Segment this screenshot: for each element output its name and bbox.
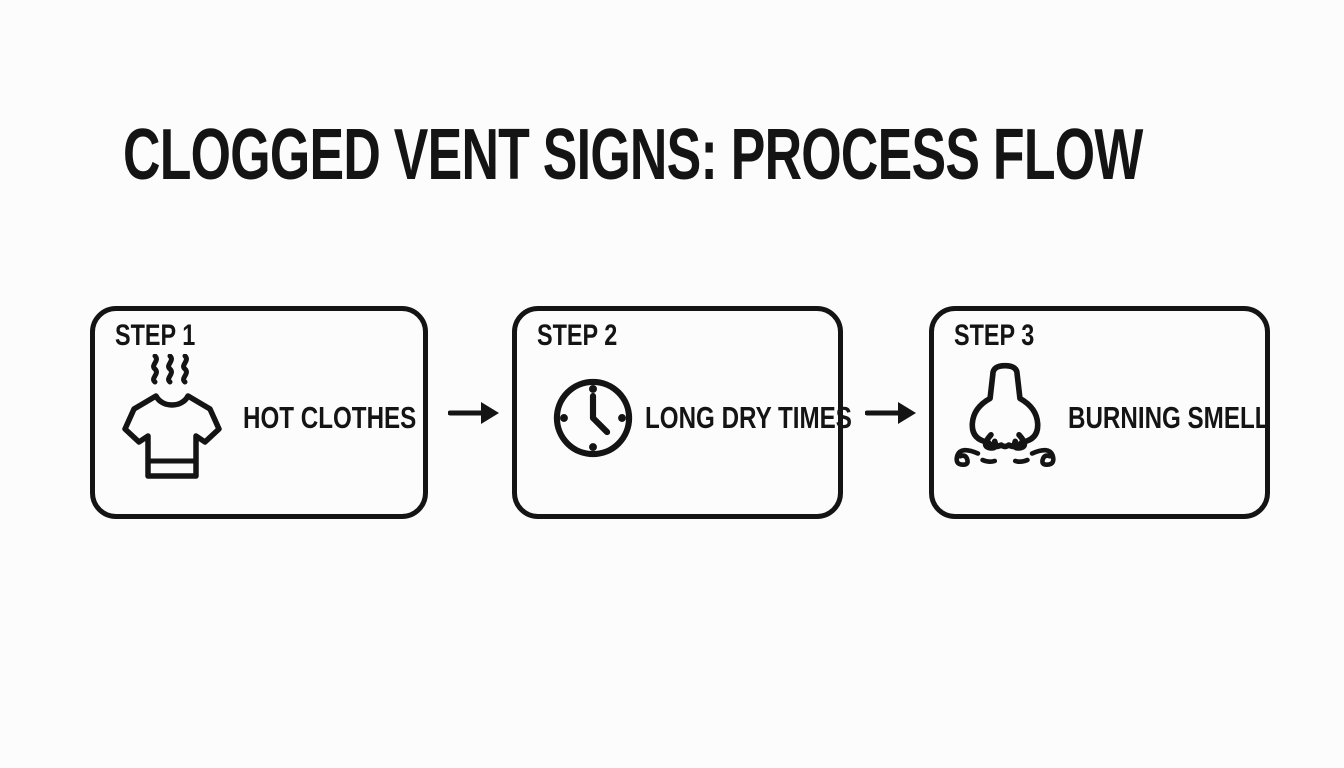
step-1-content: HOT CLOTHES (95, 311, 423, 514)
arrow-right-icon (864, 397, 917, 429)
step-3-content: BURNING SMELL (934, 311, 1269, 514)
clock-icon (549, 374, 637, 462)
step-3-label: STEP 3 (954, 319, 1035, 352)
step-2-content: LONG DRY TIMES (517, 311, 852, 514)
step-box-1: STEP 1 HOT CLOTHES (90, 306, 428, 519)
arrow-right-icon (447, 397, 500, 429)
step-box-3: STEP 3 BURNING SMELL (929, 306, 1270, 519)
step-box-2: STEP 2 LONG DRY TIMES (512, 306, 852, 519)
step-1-text: HOT CLOTHES (243, 399, 417, 435)
nose-smell-icon (948, 360, 1062, 476)
page-title: CLOGGED VENT SIGNS: PROCESS FLOW (123, 115, 1143, 195)
shirt-heat-icon (121, 353, 223, 482)
step-1-label: STEP 1 (115, 319, 196, 352)
step-2-text: LONG DRY TIMES (645, 399, 852, 435)
step-2-label: STEP 2 (537, 319, 618, 352)
step-3-text: BURNING SMELL (1068, 399, 1270, 435)
